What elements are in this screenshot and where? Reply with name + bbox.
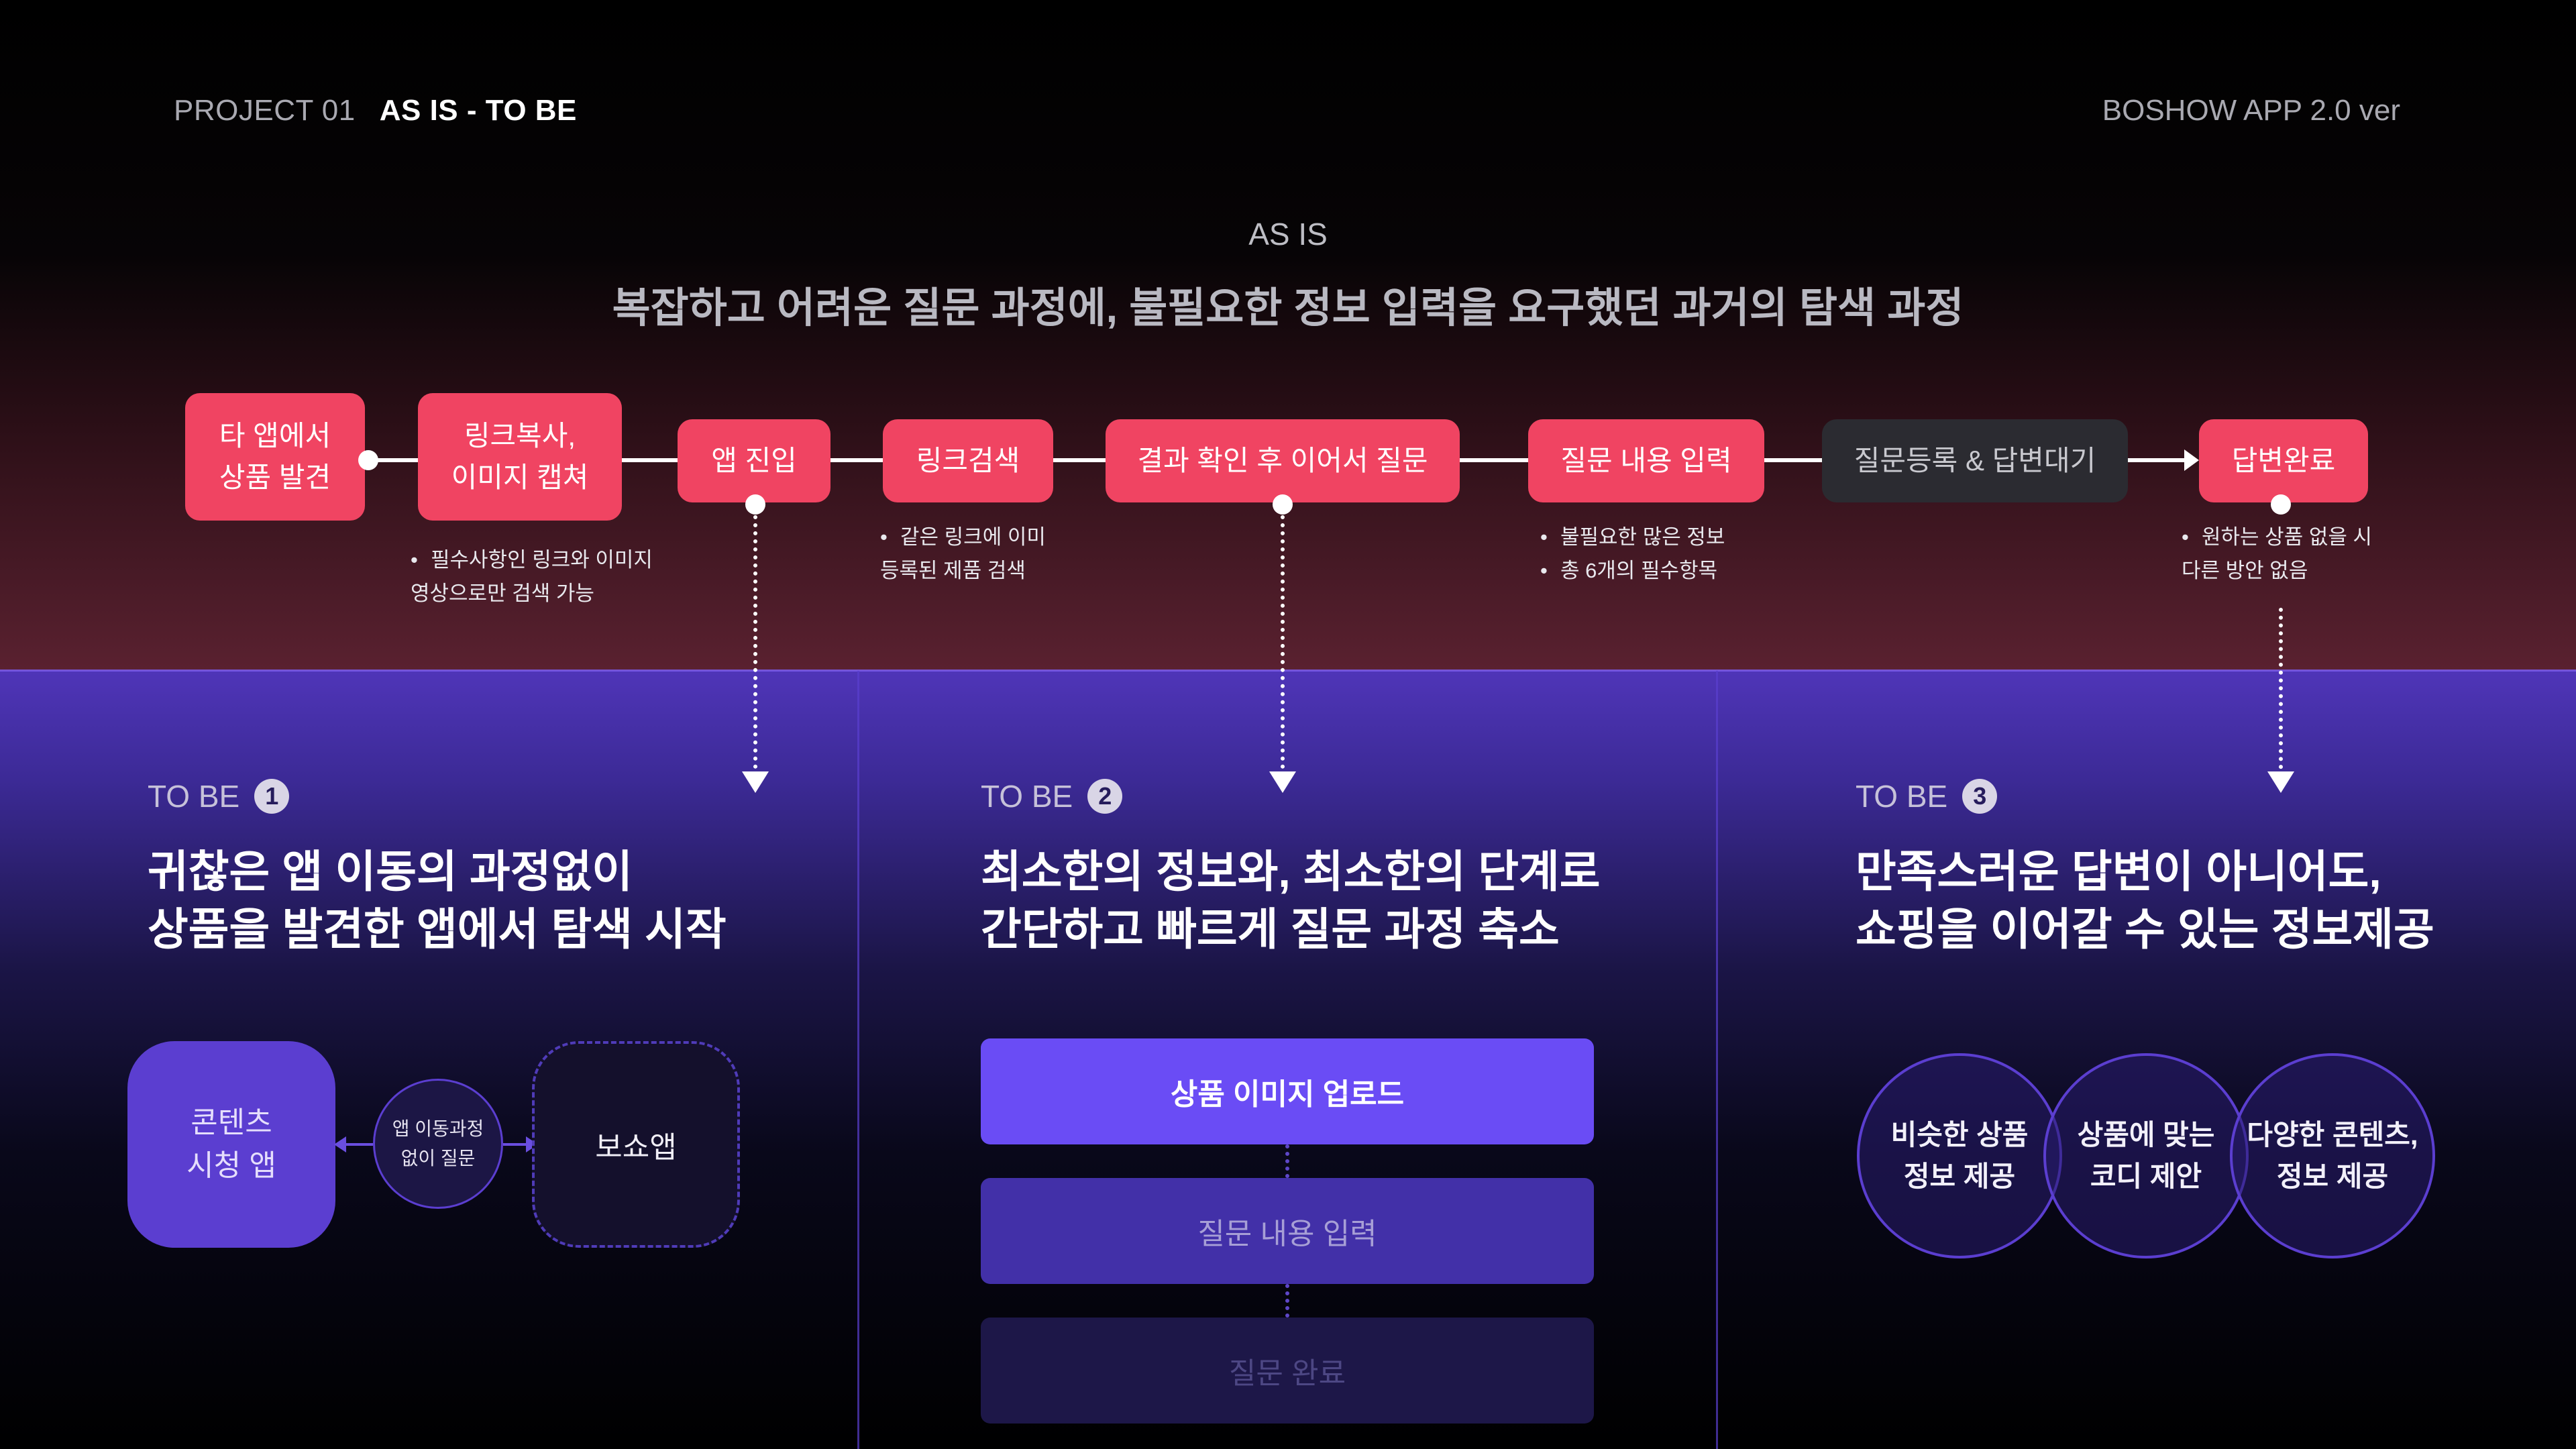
- outfit-suggestion-circle: 상품에 맞는 코디 제안: [2043, 1053, 2249, 1258]
- connector-3-arrow: [2267, 771, 2294, 793]
- content-app-box: 콘텐츠 시청 앱: [127, 1041, 335, 1248]
- section-divider: [0, 669, 2576, 672]
- step-upload-image: 상품 이미지 업로드: [981, 1038, 1594, 1144]
- connector-2-arrow: [1269, 771, 1296, 793]
- connector-1: [753, 515, 757, 777]
- asis-label: AS IS: [1248, 217, 1328, 252]
- asis-background: [0, 0, 2576, 671]
- step-result-question: 결과 확인 후 이어서 질문: [1106, 419, 1460, 502]
- step-connector: [1285, 1284, 1289, 1318]
- flow-dot: [745, 494, 765, 515]
- step-register-wait: 질문등록 & 답변대기: [1822, 419, 2128, 502]
- step-question-done: 질문 완료: [981, 1318, 1594, 1424]
- number-badge: 1: [254, 779, 290, 814]
- number-badge: 3: [1962, 779, 1998, 814]
- step-discover: 타 앱에서 상품 발견: [185, 393, 365, 521]
- flow-dot: [358, 450, 378, 470]
- note-done: •원하는 상품 없을 시 다른 방안 없음: [2182, 525, 2372, 582]
- various-content-circle: 다양한 콘텐츠, 정보 제공: [2230, 1053, 2435, 1258]
- step-app-enter: 앱 진입: [678, 419, 830, 502]
- asis-title: 복잡하고 어려운 질문 과정에, 불필요한 정보 입력을 요구했던 과거의 탐색…: [612, 285, 1964, 331]
- note-input: •불필요한 많은 정보 •총 6개의 필수항목: [1540, 525, 1725, 582]
- note-capture: •필수사항인 링크와 이미지 영상으로만 검색 가능: [411, 548, 653, 605]
- tobe-3-title: 만족스러운 답변이 아니어도, 쇼핑을 이어갈 수 있는 정보제공: [1856, 847, 2434, 954]
- step-connector: [1285, 1144, 1289, 1178]
- step-input-question: 질문 내용 입력: [981, 1178, 1594, 1284]
- step-question-input: 질문 내용 입력: [1528, 419, 1764, 502]
- arrow-left: [334, 1136, 346, 1152]
- column-divider-1: [857, 671, 859, 1449]
- boshow-app-box: 보쇼앱: [532, 1041, 740, 1248]
- connector-2: [1281, 515, 1285, 777]
- step-answer-done: 답변완료: [2199, 419, 2368, 502]
- similar-product-circle: 비슷한 상품 정보 제공: [1857, 1053, 2062, 1258]
- number-badge: 2: [1087, 779, 1123, 814]
- flow-dot: [1273, 494, 1293, 515]
- app-version: BOSHOW APP 2.0 ver: [2102, 94, 2400, 127]
- flow-arrowhead: [2184, 449, 2199, 471]
- connector-1-arrow: [742, 771, 769, 793]
- page-title: AS IS - TO BE: [379, 94, 577, 127]
- tobe-2-title: 최소한의 정보와, 최소한의 단계로 간단하고 빠르게 질문 과정 축소: [981, 847, 1601, 954]
- no-app-switch-circle: 앱 이동과정 없이 질문: [373, 1079, 503, 1209]
- project-label: PROJECT 01: [174, 94, 356, 127]
- note-search: •같은 링크에 이미 등록된 제품 검색: [880, 525, 1046, 582]
- step-capture: 링크복사, 이미지 캡쳐: [418, 393, 622, 521]
- flow-dot: [2271, 494, 2291, 515]
- connector-line: [339, 1143, 373, 1146]
- column-divider-2: [1716, 671, 1718, 1449]
- step-link-search: 링크검색: [883, 419, 1053, 502]
- connector-line: [503, 1143, 527, 1146]
- tobe-1-title: 귀찮은 앱 이동의 과정없이 상품을 발견한 앱에서 탐색 시작: [148, 847, 727, 954]
- connector-3: [2279, 608, 2283, 777]
- page-header: PROJECT 01 AS IS - TO BE: [174, 94, 577, 127]
